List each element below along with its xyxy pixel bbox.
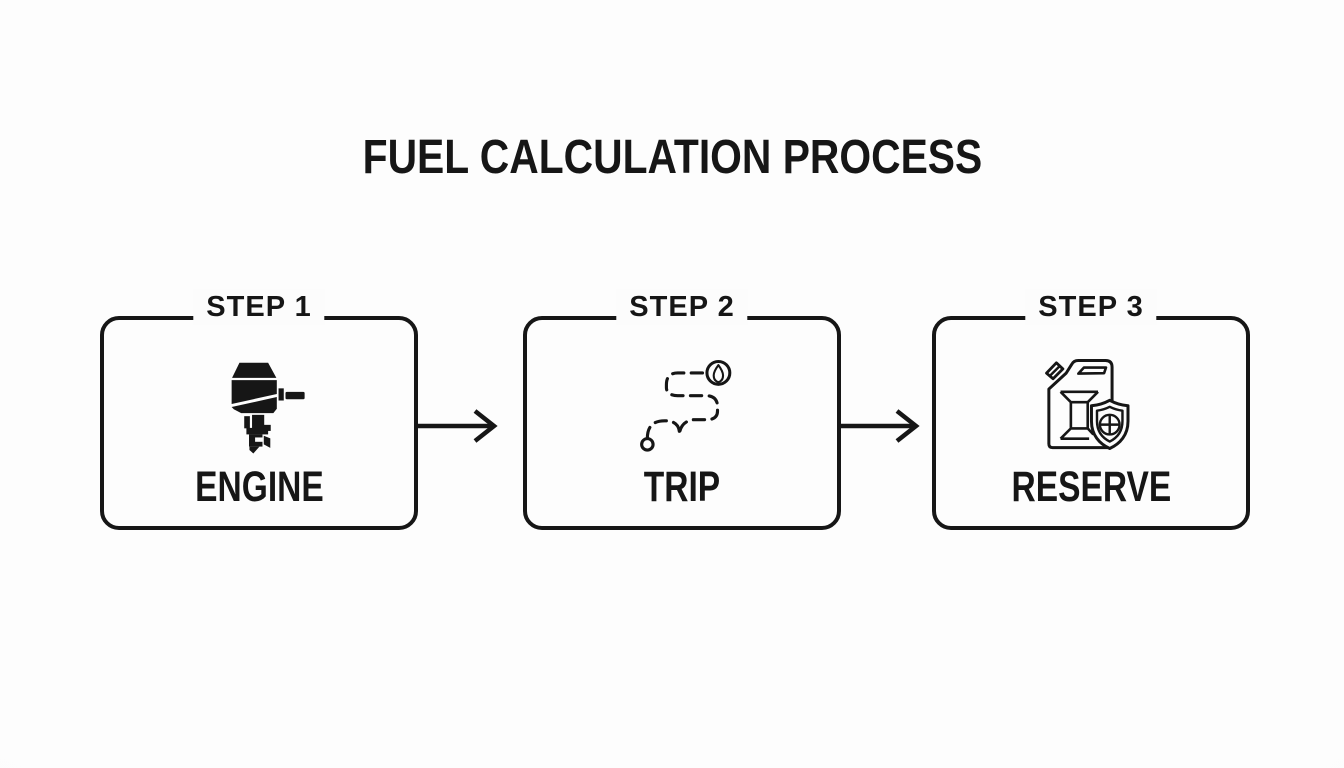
page-title-text: FUEL CALCULATION PROCESS [362, 131, 982, 185]
step-3-title: RESERVE [936, 463, 1246, 511]
page-title: FUEL CALCULATION PROCESS [0, 130, 1344, 186]
step-2-box: STEP 2 TRIP [523, 289, 841, 530]
outboard-engine-icon [104, 348, 414, 460]
step-1-title-text: ENGINE [194, 463, 324, 511]
step-3-title-text: RESERVE [1011, 463, 1171, 511]
arrow-step2-to-step3 [840, 409, 920, 443]
route-fuel-icon [527, 348, 837, 460]
step-1-label: STEP 1 [193, 289, 325, 325]
step-1-box: STEP 1 [100, 289, 418, 530]
jerrycan-shield-icon [936, 348, 1246, 460]
step-1-title: ENGINE [104, 463, 414, 511]
step-2-label: STEP 2 [616, 289, 748, 325]
step-3-box: STEP 3 [932, 289, 1250, 530]
step-3-label: STEP 3 [1025, 289, 1157, 325]
step-2-title: TRIP [527, 463, 837, 511]
step-2-title-text: TRIP [643, 463, 721, 511]
arrow-step1-to-step2 [418, 409, 498, 443]
